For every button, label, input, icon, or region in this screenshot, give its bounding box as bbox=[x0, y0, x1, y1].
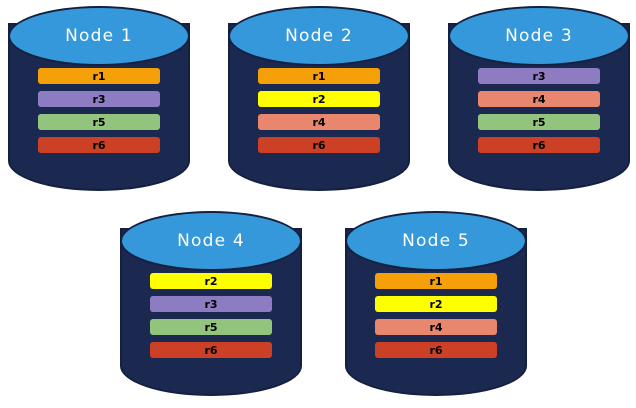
shard-replica-bar[interactable]: r5 bbox=[478, 114, 600, 130]
shard-replica-label: r2 bbox=[429, 297, 443, 311]
shard-replica-label: r5 bbox=[92, 115, 106, 129]
shard-replica-bar[interactable]: r6 bbox=[375, 342, 497, 358]
shard-replica-bar[interactable]: r4 bbox=[478, 91, 600, 107]
shard-replica-bar[interactable]: r5 bbox=[150, 319, 272, 335]
shard-replica-label: r6 bbox=[204, 343, 218, 357]
shard-replica-label: r4 bbox=[312, 115, 326, 129]
shard-replica-label: r6 bbox=[532, 138, 546, 152]
shard-replica-list: r1 r3 r5 r6 bbox=[8, 68, 190, 160]
shard-replica-bar[interactable]: r1 bbox=[258, 68, 380, 84]
shard-replica-label: r5 bbox=[532, 115, 546, 129]
shard-replica-bar[interactable]: r3 bbox=[38, 91, 160, 107]
cylinder-top-ellipse bbox=[228, 6, 410, 66]
shard-replica-list: r1 r2 r4 r6 bbox=[228, 68, 410, 160]
shard-replica-label: r6 bbox=[429, 343, 443, 357]
cylinder-top-ellipse bbox=[345, 211, 527, 271]
shard-replica-label: r1 bbox=[92, 69, 106, 83]
shard-replica-bar[interactable]: r1 bbox=[38, 68, 160, 84]
shard-replica-bar[interactable]: r4 bbox=[258, 114, 380, 130]
shard-replica-bar[interactable]: r2 bbox=[258, 91, 380, 107]
shard-replica-label: r4 bbox=[429, 320, 443, 334]
shard-replica-bar[interactable]: r5 bbox=[38, 114, 160, 130]
shard-replica-bar[interactable]: r3 bbox=[478, 68, 600, 84]
shard-replica-list: r3 r4 r5 r6 bbox=[448, 68, 630, 160]
shard-replica-label: r3 bbox=[92, 92, 106, 106]
shard-replica-label: r5 bbox=[204, 320, 218, 334]
shard-replica-list: r2 r3 r5 r6 bbox=[120, 273, 302, 365]
shard-replica-bar[interactable]: r6 bbox=[38, 137, 160, 153]
cylinder-top-ellipse bbox=[448, 6, 630, 66]
shard-replica-label: r1 bbox=[312, 69, 326, 83]
shard-replica-label: r6 bbox=[312, 138, 326, 152]
shard-replica-label: r2 bbox=[312, 92, 326, 106]
shard-replica-bar[interactable]: r4 bbox=[375, 319, 497, 335]
shard-replica-bar[interactable]: r6 bbox=[258, 137, 380, 153]
shard-replica-bar[interactable]: r6 bbox=[478, 137, 600, 153]
shard-replica-label: r3 bbox=[532, 69, 546, 83]
shard-replica-label: r2 bbox=[204, 274, 218, 288]
shard-replica-label: r4 bbox=[532, 92, 546, 106]
cylinder-top-ellipse bbox=[120, 211, 302, 271]
cylinder-top-ellipse bbox=[8, 6, 190, 66]
shard-replica-bar[interactable]: r6 bbox=[150, 342, 272, 358]
shard-replica-bar[interactable]: r2 bbox=[375, 296, 497, 312]
shard-replica-bar[interactable]: r1 bbox=[375, 273, 497, 289]
shard-replica-bar[interactable]: r2 bbox=[150, 273, 272, 289]
shard-replica-list: r1 r2 r4 r6 bbox=[345, 273, 527, 365]
shard-replica-label: r6 bbox=[92, 138, 106, 152]
shard-replica-label: r3 bbox=[204, 297, 218, 311]
shard-replica-label: r1 bbox=[429, 274, 443, 288]
shard-replica-bar[interactable]: r3 bbox=[150, 296, 272, 312]
